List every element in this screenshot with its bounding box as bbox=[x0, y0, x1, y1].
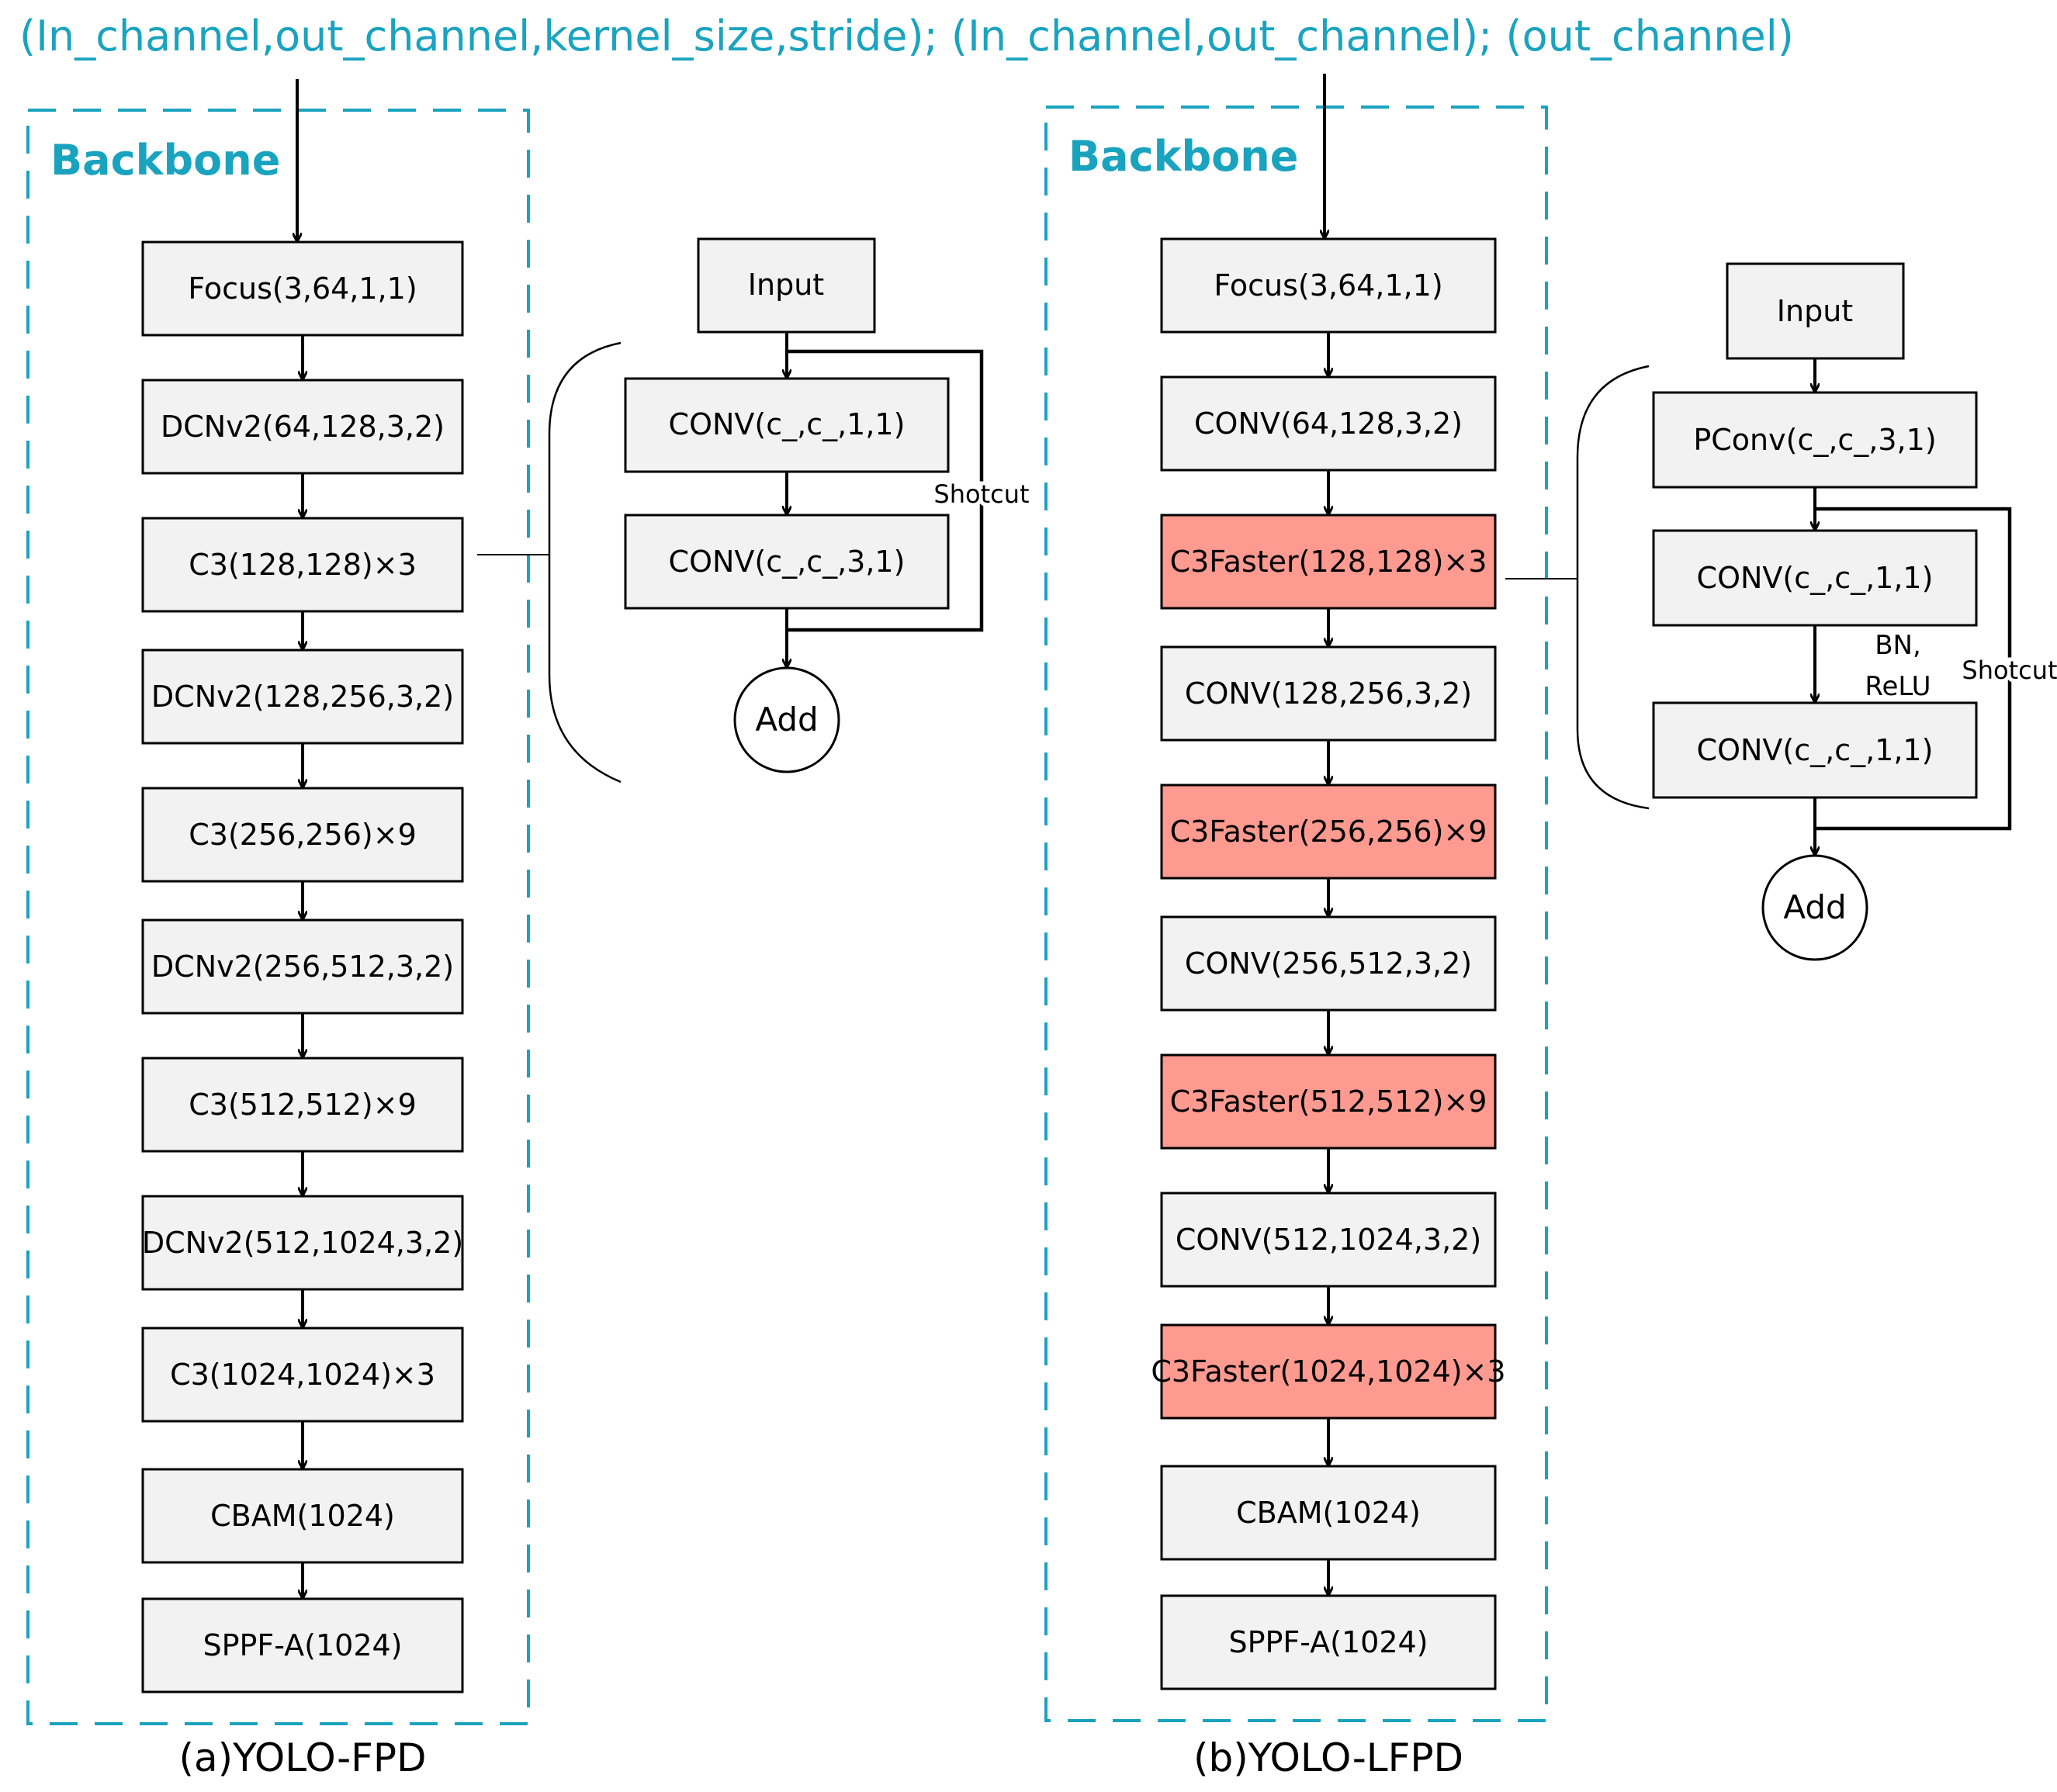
panel-a-layer-box-sppf-a-1024 bbox=[141, 1597, 464, 1693]
panel-b-layer-stack: Focus(3,64,1,1) CONV(64,128,3,2) C3Faster(… bbox=[1151, 237, 1506, 1690]
block-b-shortcut-label: Shotcut bbox=[1962, 656, 2057, 685]
panel-b-layer-label-c3faster-512-512-x9: C3Faster(512,512)×9 bbox=[1170, 1085, 1487, 1119]
bracket-b bbox=[1576, 365, 1650, 810]
panel-a-layer-box-cbam-1024 bbox=[141, 1468, 464, 1564]
panel-b-layer-box-c3faster-512-512-x9 bbox=[1160, 1053, 1497, 1150]
panel-b-layer-box-conv-512-1024-3-2 bbox=[1160, 1192, 1497, 1288]
panel-b-layer-label-conv-64-128-3-2: CONV(64,128,3,2) bbox=[1194, 406, 1463, 441]
panel-a-layer-box-dcnv2-64-128-3-2 bbox=[141, 379, 464, 475]
bracket-a bbox=[548, 341, 622, 784]
header-text: (In_channel,out_channel,kernel_size,stri… bbox=[19, 12, 1794, 61]
block-b-pconv-box bbox=[1652, 391, 1978, 489]
panel-a-layer-label-dcnv2-128-256-3-2: DCNv2(128,256,3,2) bbox=[151, 680, 454, 714]
panel-a-layer-label-dcnv2-512-1024-3-2: DCNv2(512,1024,3,2) bbox=[142, 1226, 463, 1260]
backbone-b-frame bbox=[1044, 106, 1548, 1722]
panel-b-layer-label-c3faster-256-256-x9: C3Faster(256,256)×9 bbox=[1170, 815, 1487, 849]
block-b-add-node bbox=[1761, 854, 1868, 961]
panel-b-layer-label-sppf-a-1024: SPPF-A(1024) bbox=[1228, 1625, 1428, 1659]
block-b-relu-label: ReLU bbox=[1865, 671, 1931, 702]
panel-b-layer-box-focus-3-64-1-1 bbox=[1160, 237, 1497, 334]
block-a-shortcut-label: Shotcut bbox=[933, 479, 1029, 509]
block-b-conv2-label: CONV(c_,c_,1,1) bbox=[1697, 733, 1934, 767]
block-a-add-node bbox=[733, 666, 840, 773]
panel-b-layer-box-c3faster-128-128-x3 bbox=[1160, 514, 1497, 610]
panel-a-layer-label-c3-1024-1024-x3: C3(1024,1024)×3 bbox=[170, 1358, 435, 1392]
caption-a: (a)YOLO-FPD bbox=[178, 1735, 426, 1780]
panel-b-layer-label-conv-512-1024-3-2: CONV(512,1024,3,2) bbox=[1176, 1223, 1481, 1257]
panel-a-layer-box-dcnv2-512-1024-3-2 bbox=[141, 1195, 464, 1291]
panel-b-layer-box-sppf-a-1024 bbox=[1160, 1594, 1497, 1690]
block-b-bn-label: BN, bbox=[1875, 630, 1921, 661]
block-a-shortcut-path bbox=[787, 349, 984, 632]
panel-a-layer-label-sppf-a-1024: SPPF-A(1024) bbox=[203, 1628, 402, 1662]
panel-a-layer-box-dcnv2-256-512-3-2 bbox=[141, 918, 464, 1015]
panel-b-layer-box-c3faster-1024-1024-x3 bbox=[1160, 1323, 1497, 1420]
panel-a-layer-box-dcnv2-128-256-3-2 bbox=[141, 649, 464, 745]
caption-b: (b)YOLO-LFPD bbox=[1193, 1735, 1463, 1780]
panel-a-layer-label-dcnv2-64-128-3-2: DCNv2(64,128,3,2) bbox=[161, 410, 445, 444]
block-a-conv2-label: CONV(c_,c_,3,1) bbox=[669, 545, 906, 579]
panel-a-layer-label-c3-512-512-x9: C3(512,512)×9 bbox=[189, 1088, 417, 1122]
panel-a-layer-label-cbam-1024: CBAM(1024) bbox=[210, 1499, 395, 1533]
panel-a-layer-box-focus-3-64-1-1 bbox=[141, 240, 464, 337]
panel-b-layer-box-c3faster-256-256-x9 bbox=[1160, 784, 1497, 880]
panel-a-layer-label-focus-3-64-1-1: Focus(3,64,1,1) bbox=[188, 272, 417, 306]
panel-b-layer-box-conv-128-256-3-2 bbox=[1160, 645, 1497, 742]
panel-b-layer-box-cbam-1024 bbox=[1160, 1465, 1497, 1561]
panel-b-layer-label-conv-256-512-3-2: CONV(256,512,3,2) bbox=[1185, 946, 1472, 981]
panel-a-layer-label-c3-128-128-x3: C3(128,128)×3 bbox=[189, 548, 417, 582]
block-b-input-label: Input bbox=[1777, 294, 1853, 328]
backbone-a-frame bbox=[26, 109, 530, 1725]
panel-a-layer-stack: Focus(3,64,1,1) DCNv2(64,128,3,2) C3(128,1… bbox=[141, 240, 464, 1693]
block-a-input-box bbox=[697, 237, 876, 334]
block-a-input-label: Input bbox=[748, 268, 824, 302]
panel-b-layer-label-focus-3-64-1-1: Focus(3,64,1,1) bbox=[1214, 268, 1442, 303]
block-a-add-label: Add bbox=[755, 701, 818, 739]
block-a-conv1-box bbox=[624, 377, 950, 473]
panel-b-layer-label-cbam-1024: CBAM(1024) bbox=[1236, 1496, 1421, 1530]
panel-a-layer-box-c3-128-128-x3 bbox=[141, 517, 464, 613]
block-b-shortcut-path bbox=[1815, 507, 2012, 831]
block-a-conv1-label: CONV(c_,c_,1,1) bbox=[669, 407, 906, 441]
block-b-pconv-label: PConv(c_,c_,3,1) bbox=[1693, 423, 1936, 457]
backbone-a-title: Backbone bbox=[50, 136, 280, 185]
block-b-conv1-label: CONV(c_,c_,1,1) bbox=[1697, 561, 1934, 595]
block-b-conv1-box bbox=[1652, 529, 1978, 627]
backbone-b-title: Backbone bbox=[1068, 132, 1298, 181]
panel-b-layer-box-conv-64-128-3-2 bbox=[1160, 375, 1497, 472]
panel-b-layer-label-c3faster-1024-1024-x3: C3Faster(1024,1024)×3 bbox=[1151, 1354, 1505, 1389]
panel-b-layer-box-conv-256-512-3-2 bbox=[1160, 915, 1497, 1012]
block-b-add-label: Add bbox=[1783, 888, 1846, 926]
panel-a-layer-box-c3-1024-1024-x3 bbox=[141, 1327, 464, 1423]
panel-a-layer-label-dcnv2-256-512-3-2: DCNv2(256,512,3,2) bbox=[151, 950, 454, 984]
block-b-conv2-box bbox=[1652, 701, 1978, 799]
panel-b-layer-label-conv-128-256-3-2: CONV(128,256,3,2) bbox=[1185, 676, 1472, 711]
panel-b-layer-label-c3faster-128-128-x3: C3Faster(128,128)×3 bbox=[1170, 545, 1487, 579]
panel-a-layer-label-c3-256-256-x9: C3(256,256)×9 bbox=[189, 818, 417, 852]
